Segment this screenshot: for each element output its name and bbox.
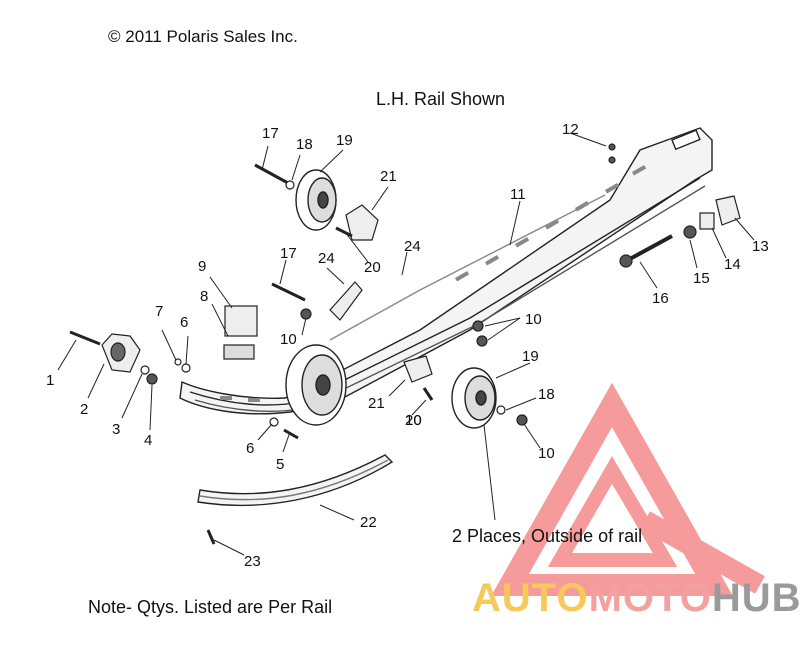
callout-5: 5 [276,456,285,473]
watermark-hub: HUB [711,576,800,620]
front-idler-wheel [285,344,347,426]
callout-19: 19 [336,132,353,149]
callout-10: 10 [525,311,542,328]
watermark-moto: MOTO [588,576,712,620]
callout-10: 10 [280,331,297,348]
callout-16: 16 [652,290,669,307]
callout-17: 17 [280,245,297,262]
copyright-text: © 2011 Polaris Sales Inc. [108,27,298,46]
outer-idler-wheel [451,367,497,429]
hardware-parts [69,143,741,545]
callout-7: 7 [155,303,164,320]
callout-19: 19 [522,348,539,365]
upper-idler-wheel [295,169,337,231]
watermark-auto: AUTO [472,576,589,620]
view-label: L.H. Rail Shown [376,89,506,109]
callout-6: 6 [180,314,189,331]
callout-24: 24 [318,250,335,267]
callout-23: 23 [244,553,261,570]
wear-strip [197,454,394,507]
callout-24: 24 [404,238,421,255]
callout-4: 4 [144,432,153,449]
callout-12: 12 [562,121,579,138]
callout-15: 15 [693,270,710,287]
callout-21: 21 [380,168,397,185]
callout-18: 18 [296,136,313,153]
callout-9: 9 [198,258,207,275]
callout-18: 18 [538,386,555,403]
callout-17: 17 [262,125,279,142]
callout-2: 2 [80,401,89,418]
callout-3: 3 [112,421,121,438]
callout-13: 13 [752,238,769,255]
callout-21: 21 [368,395,385,412]
callout-10: 10 [538,445,555,462]
rail-assembly [179,127,713,415]
callout-11: 11 [510,186,526,203]
callout-8: 8 [200,288,209,305]
watermark-text: AUTOMOTOHUB [472,576,800,621]
callout-10: 10 [405,412,422,429]
callout-22: 22 [360,514,377,531]
leader-lines [57,132,755,556]
callout-14: 14 [724,256,741,273]
quantity-note: Note- Qtys. Listed are Per Rail [88,597,333,617]
watermark-logo [491,382,765,596]
callout-1: 1 [46,372,55,389]
callout-20: 20 [364,259,381,276]
places-note: 2 Places, Outside of rail [452,526,643,546]
callout-20: 20 [405,412,422,429]
callout-6: 6 [246,440,255,457]
